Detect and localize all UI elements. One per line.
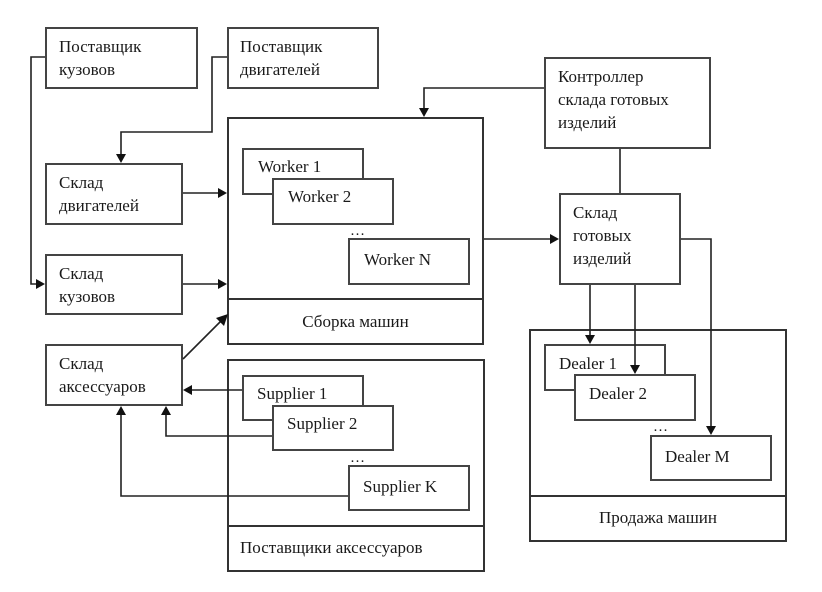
supplier-label: Supplier 1 xyxy=(257,384,328,403)
finished-warehouse-node: Склад готовых изделий xyxy=(559,193,681,285)
suppliers-ellipsis: … xyxy=(350,450,366,466)
dealer-label: Dealer 1 xyxy=(559,354,618,373)
assembly-title: Сборка машин xyxy=(302,312,409,331)
dealers-ellipsis: … xyxy=(653,419,669,435)
body-supplier-label: Поставщик кузовов xyxy=(59,37,142,79)
arrowhead-icon xyxy=(419,108,429,117)
worker-node: Worker 2 xyxy=(272,178,394,225)
assembly-container xyxy=(227,117,484,345)
arrowhead-icon xyxy=(550,234,559,244)
edge-accessory-warehouse-to-assembly xyxy=(182,319,223,360)
arrowhead-icon xyxy=(36,279,45,289)
arrowhead-icon xyxy=(218,188,227,198)
dealer-label: Dealer 2 xyxy=(589,384,648,403)
dealer-node: Dealer 2 xyxy=(574,374,696,421)
supplier-node: Supplier 2 xyxy=(272,405,394,451)
assembly-divider xyxy=(227,298,484,300)
worker-node: Worker N xyxy=(348,238,470,285)
engine-warehouse-node: Склад двигателей xyxy=(45,163,183,225)
finished-warehouse-label: Склад готовых изделий xyxy=(573,203,632,268)
sales-divider xyxy=(529,495,787,497)
accessory-suppliers-divider xyxy=(227,525,485,527)
arrowhead-icon xyxy=(183,385,192,395)
accessory-warehouse-node: Склад аксессуаров xyxy=(45,344,183,406)
worker-label: Worker N xyxy=(364,250,432,269)
controller-label: Контроллер склада готовых изделий xyxy=(558,67,669,132)
engine-supplier-node: Поставщик двигателей xyxy=(227,27,379,89)
workers-ellipsis: … xyxy=(350,223,366,239)
body-warehouse-node: Склад кузовов xyxy=(45,254,183,315)
engine-supplier-label: Поставщик двигателей xyxy=(240,37,323,79)
engine-warehouse-label: Склад двигателей xyxy=(59,173,139,215)
accessory-warehouse-label: Склад аксессуаров xyxy=(59,354,146,396)
body-supplier-node: Поставщик кузовов xyxy=(45,27,198,89)
supplier-label: Supplier 2 xyxy=(287,414,358,433)
arrowhead-icon xyxy=(161,406,171,415)
dealer-label: Dealer M xyxy=(665,447,730,466)
supplier-node: Supplier K xyxy=(348,465,470,511)
edge-controller-to-assembly xyxy=(423,87,544,109)
edge-body-supplier-to-body-warehouse xyxy=(30,56,45,285)
worker-label: Worker 1 xyxy=(258,157,322,176)
arrowhead-icon xyxy=(116,154,126,163)
worker-label: Worker 2 xyxy=(288,187,352,206)
body-warehouse-label: Склад кузовов xyxy=(59,264,116,306)
dealer-node: Dealer M xyxy=(650,435,772,481)
supplier-label: Supplier K xyxy=(363,477,438,496)
arrowhead-icon xyxy=(218,279,227,289)
controller-node: Контроллер склада готовых изделий xyxy=(544,57,711,149)
accessory-suppliers-title: Поставщики аксессуаров xyxy=(240,538,423,557)
sales-container xyxy=(529,329,787,542)
arrowhead-icon xyxy=(116,406,126,415)
sales-title: Продажа машин xyxy=(599,508,717,527)
